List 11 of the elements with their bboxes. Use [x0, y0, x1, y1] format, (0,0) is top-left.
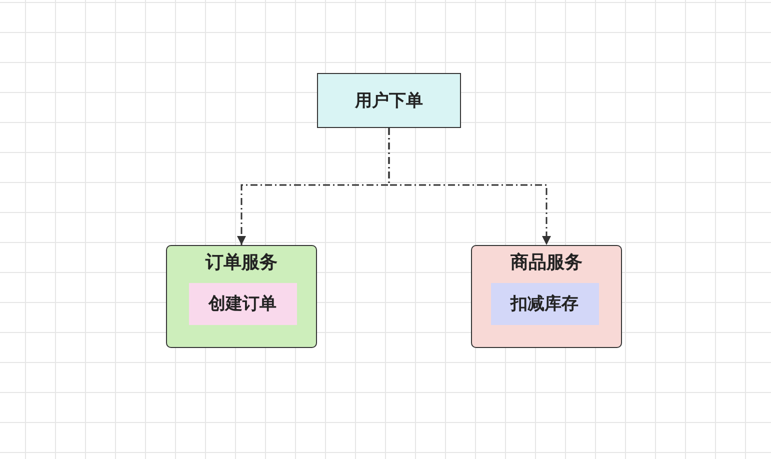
box-title: 商品服务	[510, 251, 584, 274]
box-title: 订单服务	[204, 251, 278, 274]
box-label: 创建订单	[208, 293, 276, 315]
box-label: 扣减库存	[510, 293, 578, 315]
arrow	[388, 128, 551, 245]
task-box	[188, 282, 296, 324]
task-box	[490, 282, 598, 324]
service-box	[471, 245, 622, 348]
process-box	[317, 73, 461, 128]
box-label: 用户下单	[355, 90, 423, 112]
service-box	[166, 245, 317, 348]
